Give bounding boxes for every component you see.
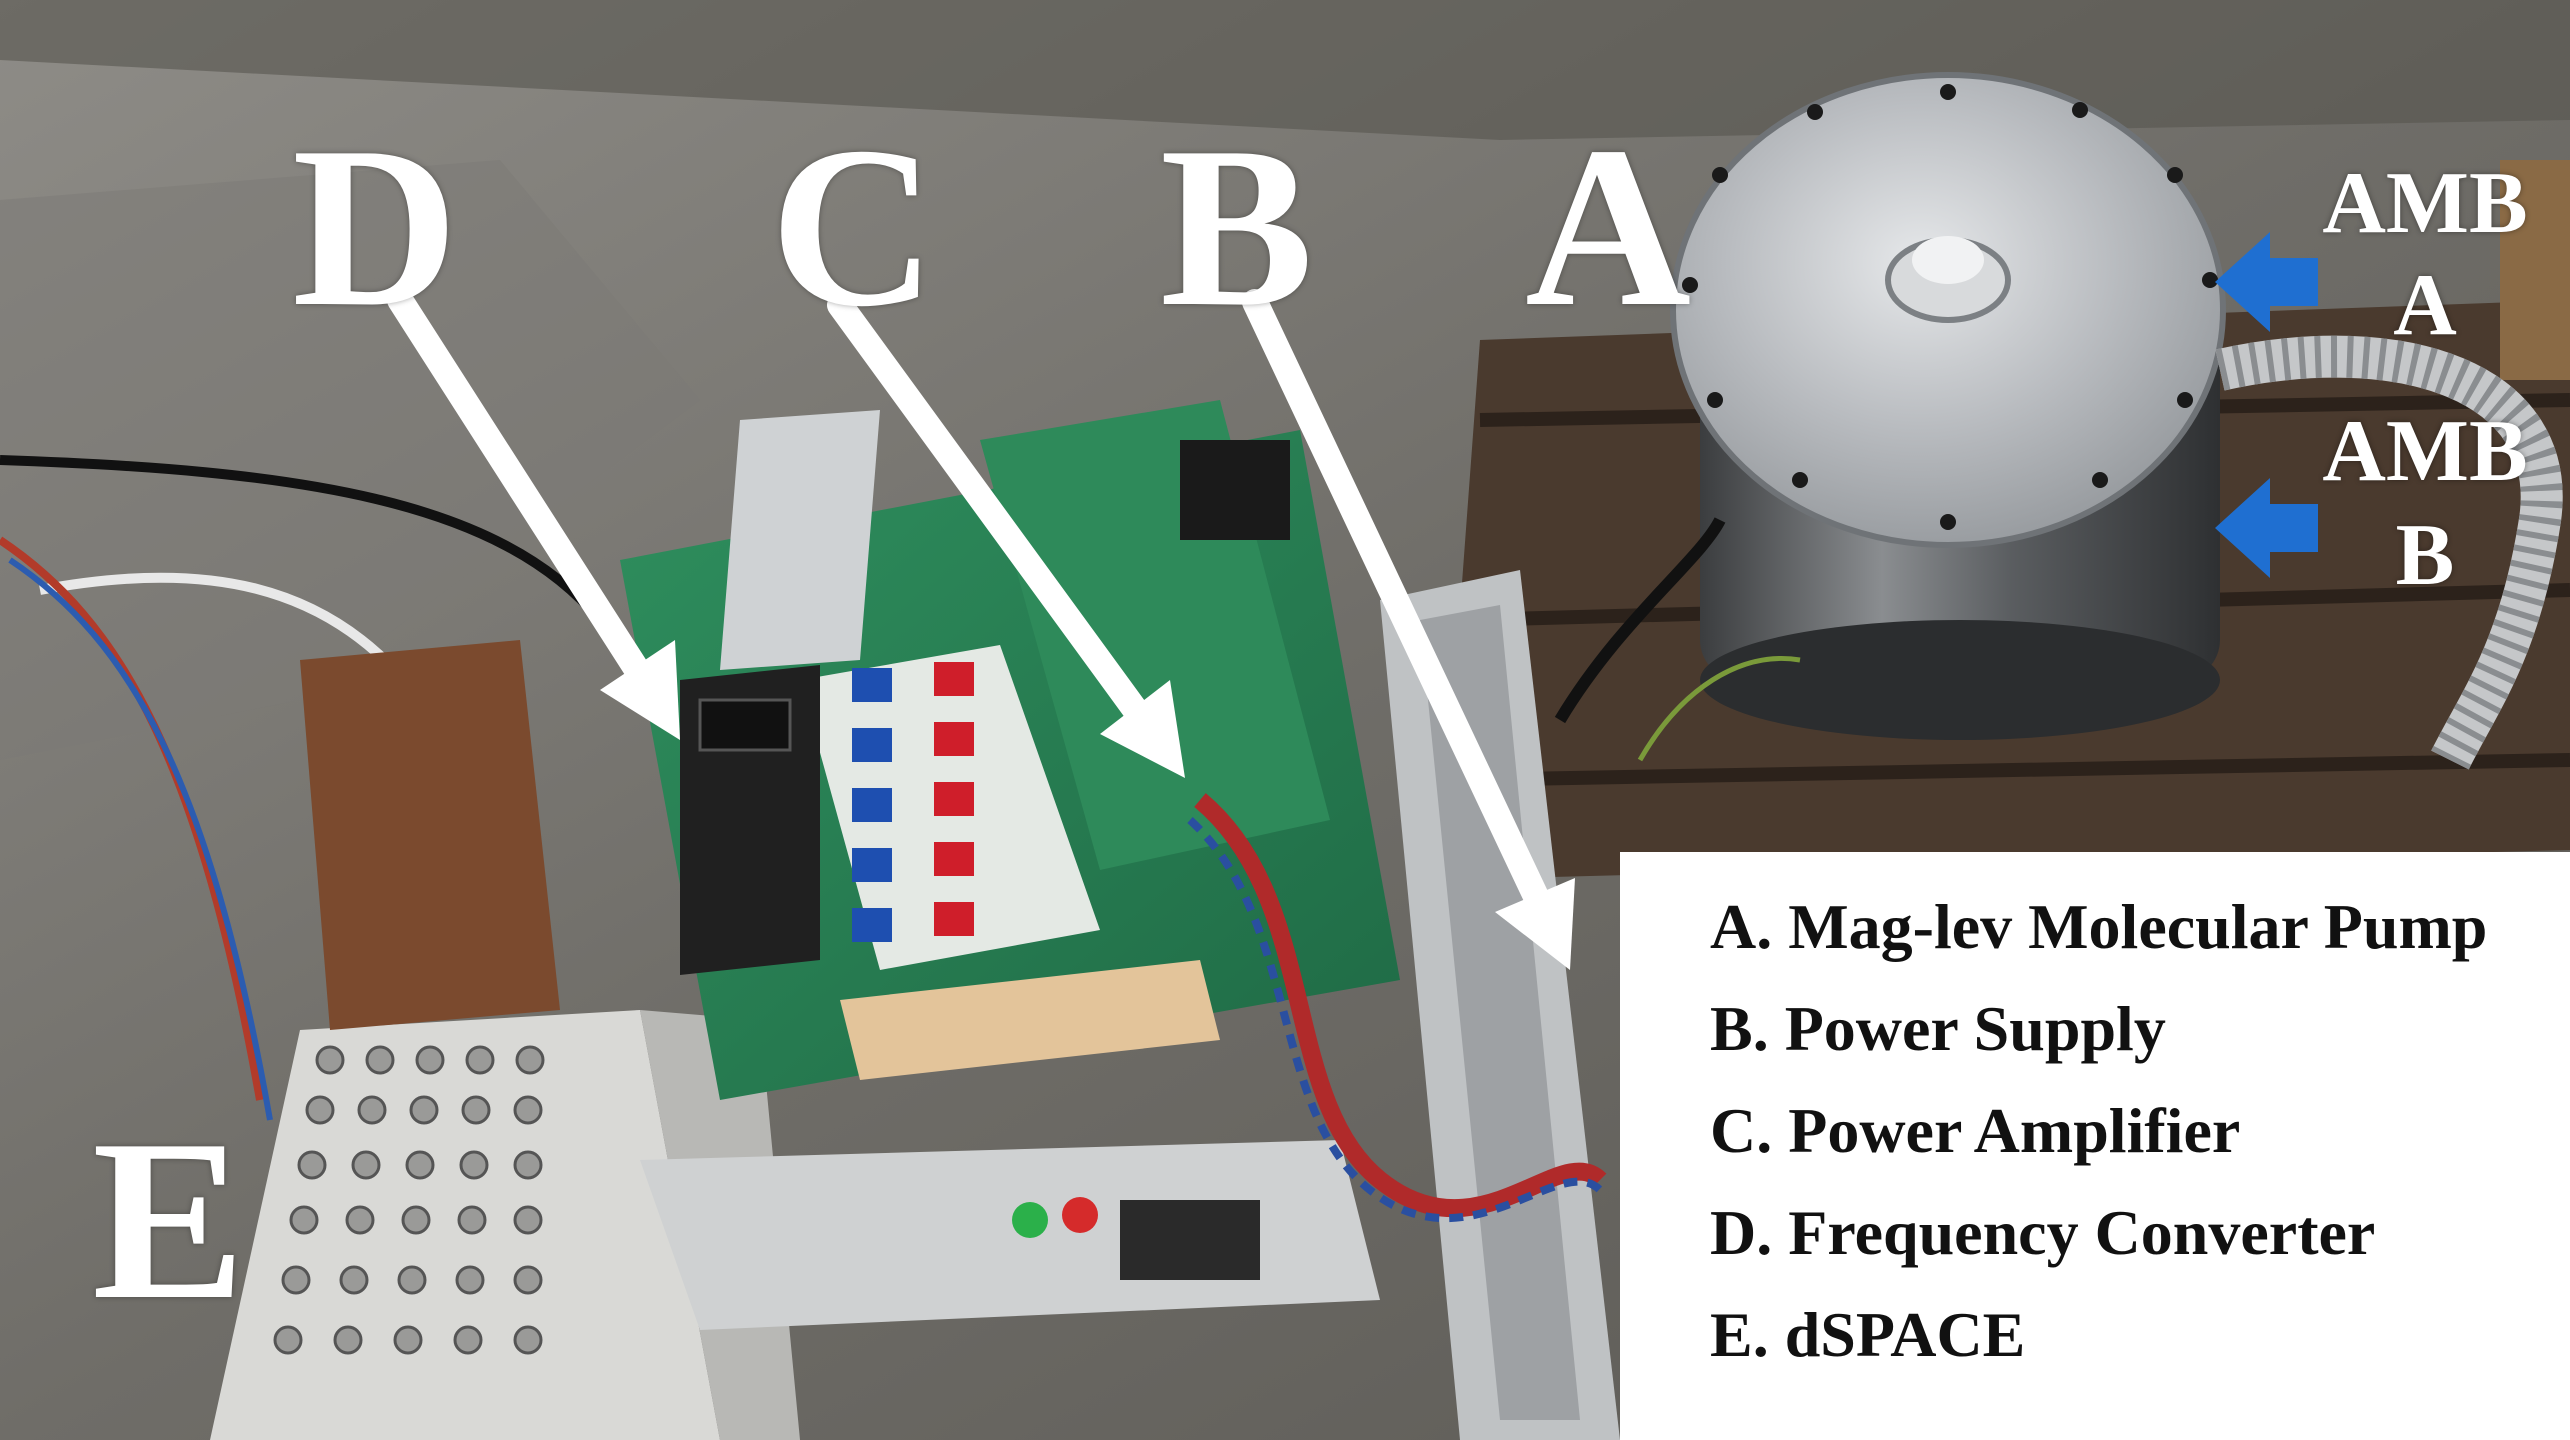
arrow-d — [387, 287, 663, 703]
cardboard-box — [2500, 160, 2570, 380]
molecular-pump — [1670, 72, 2226, 740]
label-a: A — [1525, 99, 1692, 354]
amb-b-line1: AMB — [2322, 403, 2528, 500]
label-d: D — [292, 99, 459, 354]
legend-item-c: C. Power Amplifier — [1710, 1095, 2241, 1166]
floor-stain — [0, 160, 700, 760]
label-e: E — [92, 1092, 246, 1347]
twisted-cable — [8, 557, 273, 1121]
legend-item-e: E. dSPACE — [1710, 1299, 2026, 1370]
legend-box: A. Mag-lev Molecular Pump B. Power Suppl… — [1620, 852, 2570, 1440]
psu-green-button — [1012, 1202, 1048, 1238]
platform-slot — [1459, 753, 2570, 787]
wood-plank — [840, 960, 1220, 1080]
arrow-c — [827, 292, 1163, 743]
psu-fan — [1120, 1200, 1260, 1280]
label-c: C — [770, 99, 937, 354]
wooden-board — [300, 640, 560, 1030]
legend-item-a: A. Mag-lev Molecular Pump — [1710, 891, 2488, 962]
cooling-fan — [1180, 440, 1290, 540]
pump-cable — [1554, 517, 1726, 724]
metal-frame-inner — [1420, 605, 1580, 1420]
power-supply-unit — [640, 1140, 1380, 1330]
ribbon-cables — [1194, 793, 1607, 1218]
pointer-arrows — [387, 287, 1575, 970]
legend-item-d: D. Frequency Converter — [1710, 1197, 2376, 1268]
arrow-b — [1242, 289, 1553, 918]
display-unit — [720, 410, 880, 670]
bnc-connectors — [273, 1045, 545, 1355]
hose-ribs — [2215, 335, 2563, 770]
lid-bolts — [1682, 84, 2218, 530]
legend-item-b: B. Power Supply — [1710, 993, 2166, 1064]
converter-display — [698, 698, 792, 752]
black-cable — [0, 455, 604, 624]
ribbon-cables — [1187, 817, 1603, 1223]
panel-buttons — [852, 662, 974, 942]
ground-wire — [1637, 656, 1801, 762]
amb-b-line2: B — [2395, 507, 2455, 604]
amb-b-blue-arrow — [2215, 478, 2318, 578]
psu-red-button — [1062, 1197, 1098, 1233]
amb-a-blue-arrow — [2215, 232, 2318, 332]
label-b: B — [1160, 99, 1314, 354]
amb-a-line2: A — [2393, 257, 2457, 354]
amb-a-line1: AMB — [2322, 155, 2528, 252]
